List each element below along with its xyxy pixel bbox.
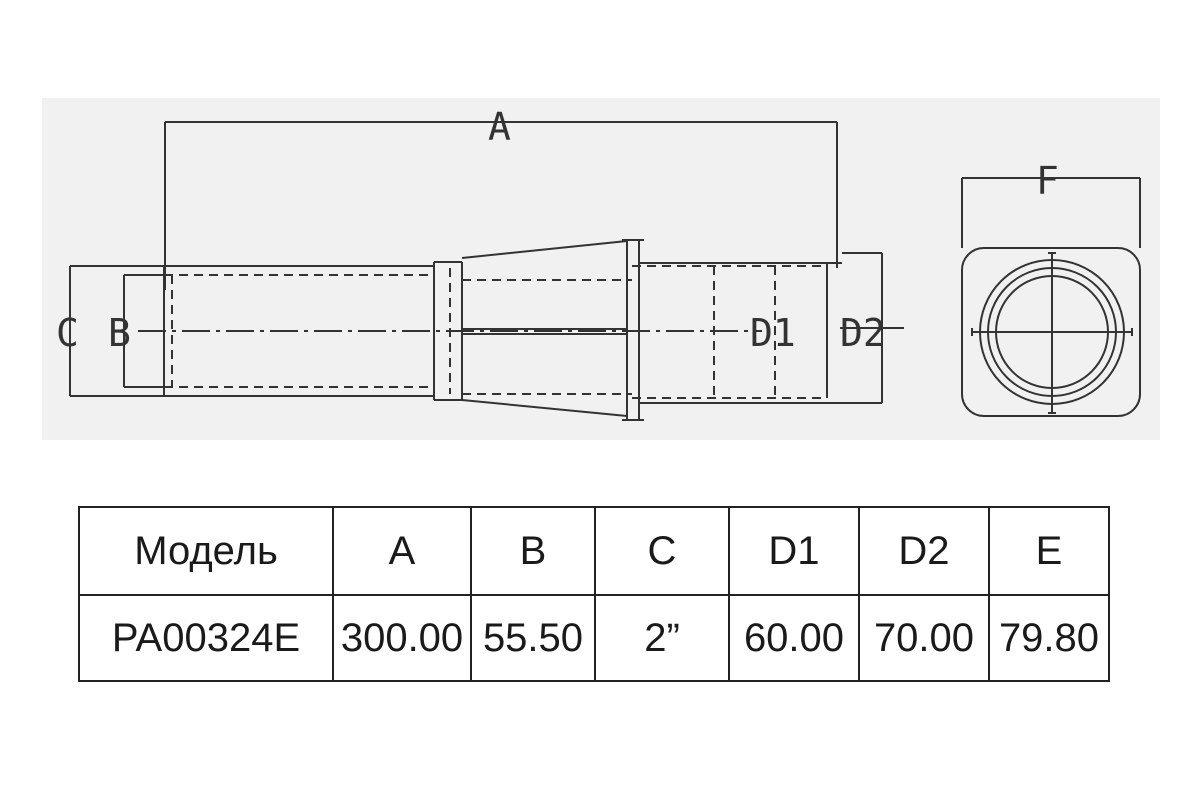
header-model: Модель [78, 506, 334, 596]
cell-d1: 60.00 [728, 594, 860, 682]
header-d2: D2 [858, 506, 990, 596]
socket-section [639, 252, 904, 404]
cell-b: 55.50 [470, 594, 596, 682]
table-header-row: Модель A B C D1 D2 E [78, 506, 1110, 596]
dimension-c-bracket [69, 265, 434, 397]
label-c: C [56, 311, 79, 355]
table-row: PA00324E 300.00 55.50 2” 60.00 70.00 79.… [78, 594, 1110, 682]
technical-drawing: A C B D1 D2 F [56, 105, 1141, 421]
label-d2: D2 [840, 311, 886, 355]
label-d1: D1 [750, 311, 796, 355]
header-a: A [332, 506, 472, 596]
dimension-a-line [164, 121, 838, 290]
header-b: B [470, 506, 596, 596]
tapered-section [461, 240, 628, 417]
header-c: C [594, 506, 730, 596]
label-b: B [108, 311, 131, 355]
pipe-body-outline [163, 261, 463, 401]
cell-a: 300.00 [332, 594, 472, 682]
label-f: F [1036, 159, 1059, 203]
header-d1: D1 [728, 506, 860, 596]
cell-d2: 70.00 [858, 594, 990, 682]
spec-table: Модель A B C D1 D2 E PA00324E 300.00 55.… [78, 506, 1110, 682]
technical-drawing-panel: A C B D1 D2 F [42, 98, 1160, 440]
label-a: A [488, 105, 511, 149]
dimension-b-bracket [123, 274, 164, 388]
header-e: E [988, 506, 1110, 596]
cell-c: 2” [594, 594, 730, 682]
end-view [961, 177, 1141, 417]
cell-model: PA00324E [78, 594, 334, 682]
cell-e: 79.80 [988, 594, 1110, 682]
